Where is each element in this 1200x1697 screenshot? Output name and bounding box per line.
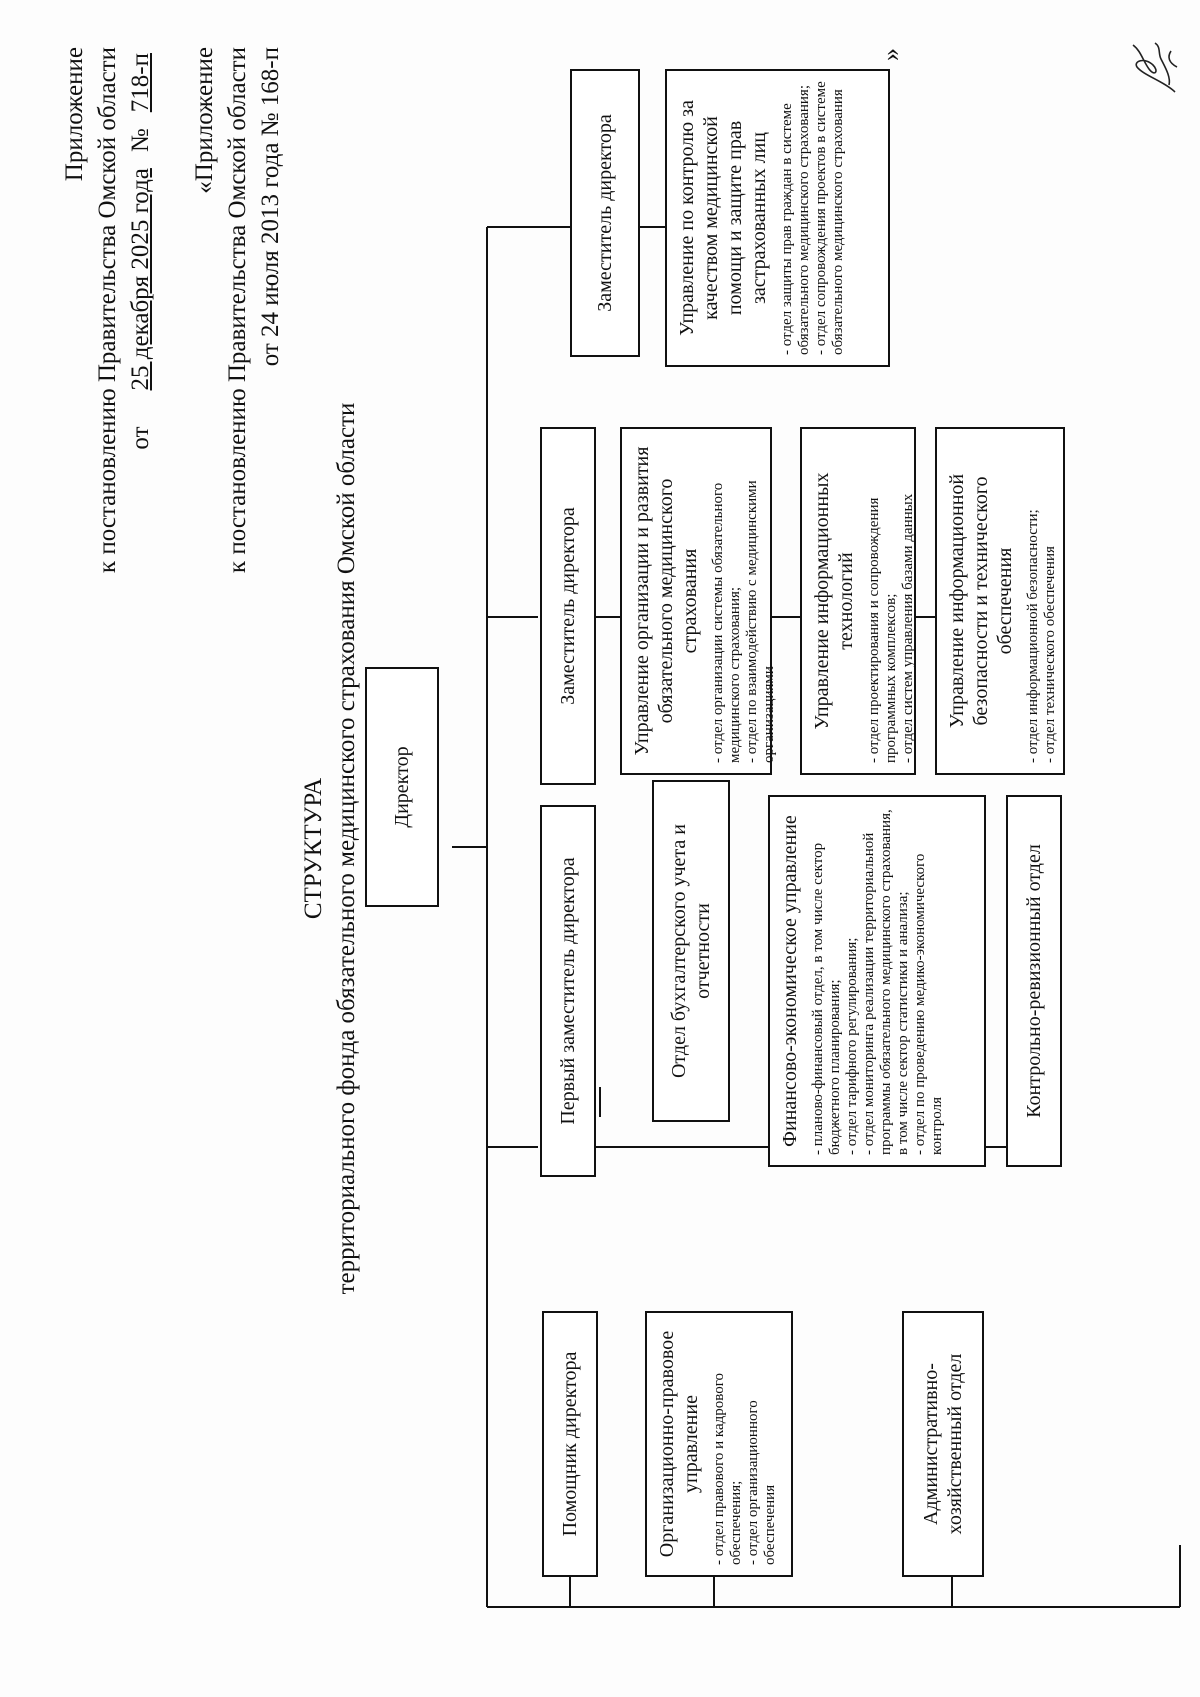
upr-it-items: - отдел проектирования и сопровождения п… [866, 493, 916, 763]
admin-hoz-label: Административно-хозяйственный отдел [920, 1353, 966, 1535]
box-pomoshnik: Помощник директора [542, 1311, 598, 1577]
deputy2-label: Заместитель директора [557, 507, 579, 705]
box-upr-org-razv: Управление организации и развития обязат… [620, 427, 777, 775]
deputy3-label: Заместитель директора [594, 114, 616, 312]
upr-org-razv-items: - отдел организации системы обязательног… [710, 480, 777, 763]
upr-it-label: Управление информационных технологий [811, 472, 857, 730]
box-fin-econ: Финансово-экономическое управление - пла… [768, 795, 986, 1167]
box-deputy3: Заместитель директора [570, 69, 640, 357]
kontrol-rev-label: Контрольно-ревизионный отдел [1023, 844, 1045, 1118]
upr-kontrol-items: - отдел защиты прав граждан в системе об… [779, 81, 846, 355]
upr-ib-label: Управление информационной безопасности и… [946, 473, 1016, 729]
box-buh-uchet: Отдел бухгалтерского учета и отчетности [652, 780, 730, 1122]
box-deputy2: Заместитель директора [540, 427, 596, 785]
org-pravovoe-label: Организационно-правовое управление [656, 1330, 702, 1558]
box-org-pravovoe: Организационно-правовое управление - отд… [645, 1311, 793, 1577]
box-upr-it: Управление информационных технологий - о… [800, 427, 916, 775]
box-upr-ib: Управление информационной безопасности и… [935, 427, 1065, 775]
upr-ib-items: - отдел информационной безопасности; - о… [1025, 509, 1058, 763]
upr-kontrol-label: Управление по контролю за качеством меди… [676, 100, 770, 336]
box-kontrol-rev: Контрольно-ревизионный отдел [1006, 795, 1062, 1167]
fin-econ-items: - планово-финансовый отдел, в том числе … [810, 809, 945, 1155]
buh-uchet-label: Отдел бухгалтерского учета и отчетности [668, 824, 714, 1079]
signature-mark [1132, 42, 1178, 93]
box-director: Директор [365, 667, 439, 907]
upr-org-razv-label: Управление организации и развития обязат… [631, 446, 701, 756]
box-first-deputy: Первый заместитель директора [540, 805, 596, 1177]
org-pravovoe-items: - отдел правового и кадрового обеспечени… [711, 1373, 778, 1565]
closing-quote: » [876, 48, 905, 61]
director-label: Директор [391, 746, 413, 828]
pomoshnik-label: Помощник директора [559, 1351, 581, 1537]
box-upr-kontrol: Управление по контролю за качеством меди… [665, 69, 890, 367]
fin-econ-label: Финансово-экономическое управление [779, 815, 801, 1147]
first-deputy-label: Первый заместитель директора [557, 857, 579, 1125]
box-admin-hoz: Административно-хозяйственный отдел [902, 1311, 984, 1577]
